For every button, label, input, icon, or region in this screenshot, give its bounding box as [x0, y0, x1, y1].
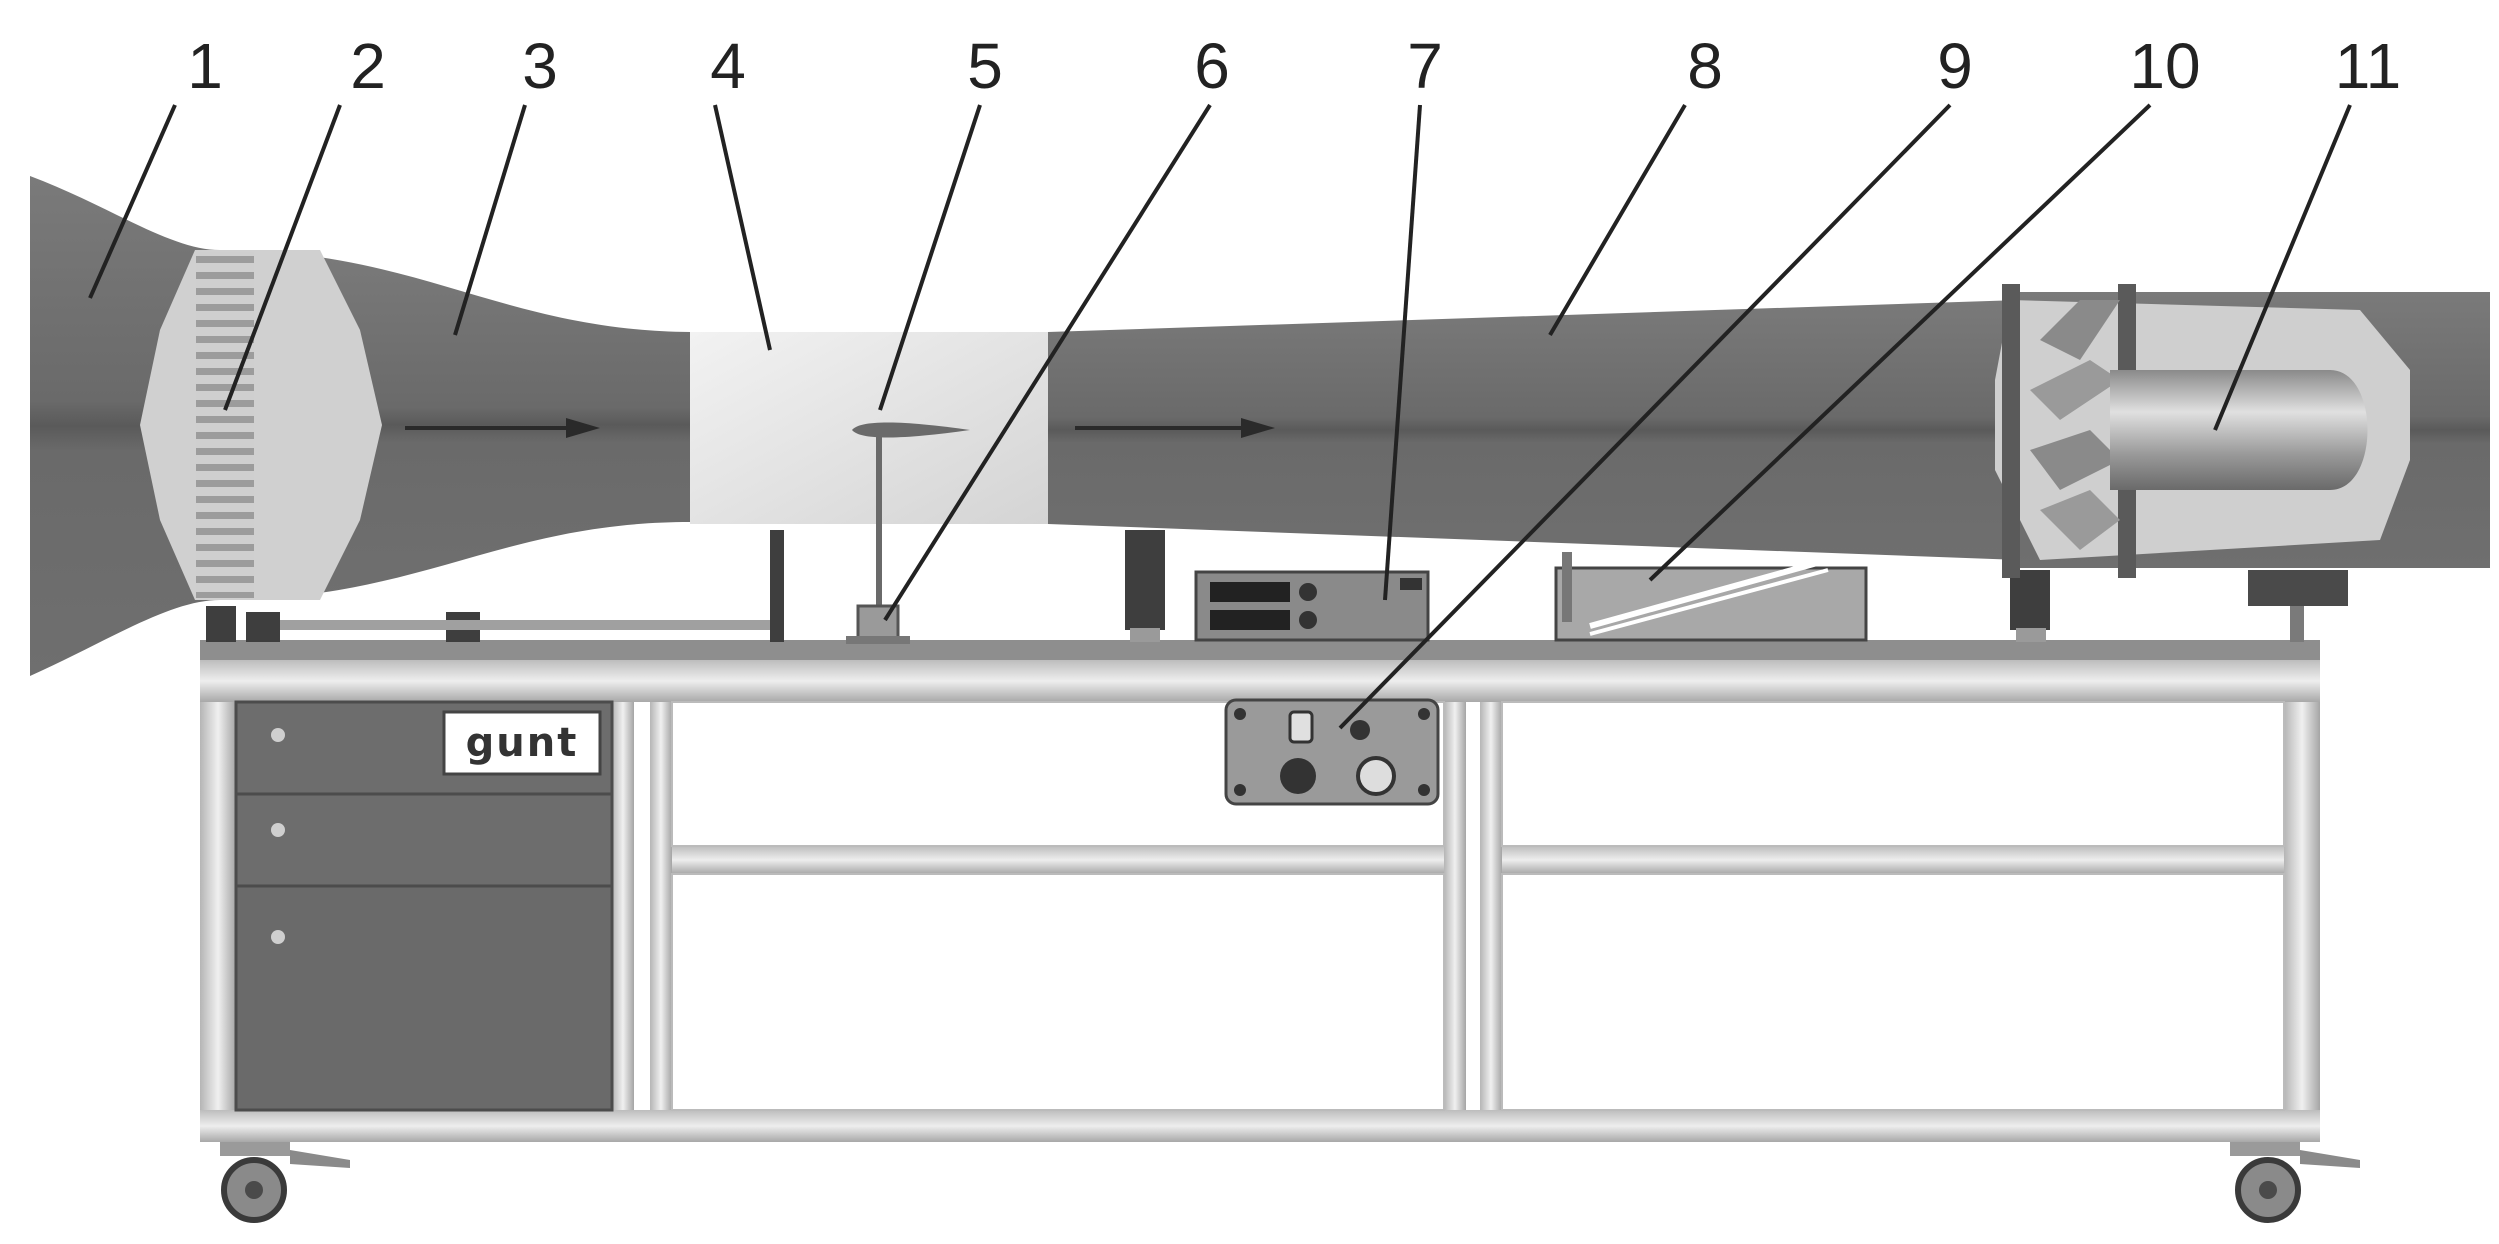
caster-right — [2230, 1142, 2360, 1223]
model-holder-rod — [876, 436, 882, 616]
flow-straightener-housing — [140, 250, 382, 600]
table-top-rail — [200, 660, 2320, 702]
measurement-amplifier — [1194, 570, 1430, 642]
rotary-knob-icon — [1299, 611, 1317, 629]
fan-blades — [2030, 300, 2120, 550]
callout-7: 7 — [1407, 30, 1443, 102]
callout-5: 5 — [967, 30, 1003, 102]
rotary-knob-icon — [1299, 583, 1317, 601]
callout-2: 2 — [350, 30, 386, 102]
callout-8: 8 — [1687, 30, 1723, 102]
callout-10: 10 — [2129, 30, 2200, 102]
inlet-nozzle — [30, 176, 220, 676]
callout-6: 6 — [1194, 30, 1230, 102]
inclined-tube-manometer — [1554, 552, 1868, 642]
caster-left — [220, 1142, 350, 1223]
table-frame — [200, 701, 2320, 1142]
honeycomb-flow-straightener — [196, 252, 254, 598]
airfoil-model — [852, 422, 970, 438]
fan-motor — [2110, 370, 2368, 490]
diffuser — [1048, 300, 2020, 560]
callout-3: 3 — [522, 30, 558, 102]
arrow-right-icon — [1075, 418, 1275, 438]
table-top — [200, 640, 2320, 660]
callout-9: 9 — [1937, 30, 1973, 102]
callout-1: 1 — [187, 30, 223, 102]
rotary-knob-icon — [1280, 758, 1316, 794]
drawer-cabinet: gunt — [234, 700, 614, 1112]
duct-supports — [206, 530, 2348, 642]
leader-lines — [88, 103, 2352, 730]
arrow-right-icon — [405, 418, 600, 438]
brand-logo-text: gunt — [466, 720, 579, 766]
brand-logo — [442, 710, 602, 776]
callout-11: 11 — [2335, 30, 2401, 102]
callout-4: 4 — [710, 30, 746, 102]
callout-labels: 1 2 3 4 5 6 7 8 9 10 11 — [187, 30, 2401, 102]
control-panel — [1224, 698, 1440, 806]
